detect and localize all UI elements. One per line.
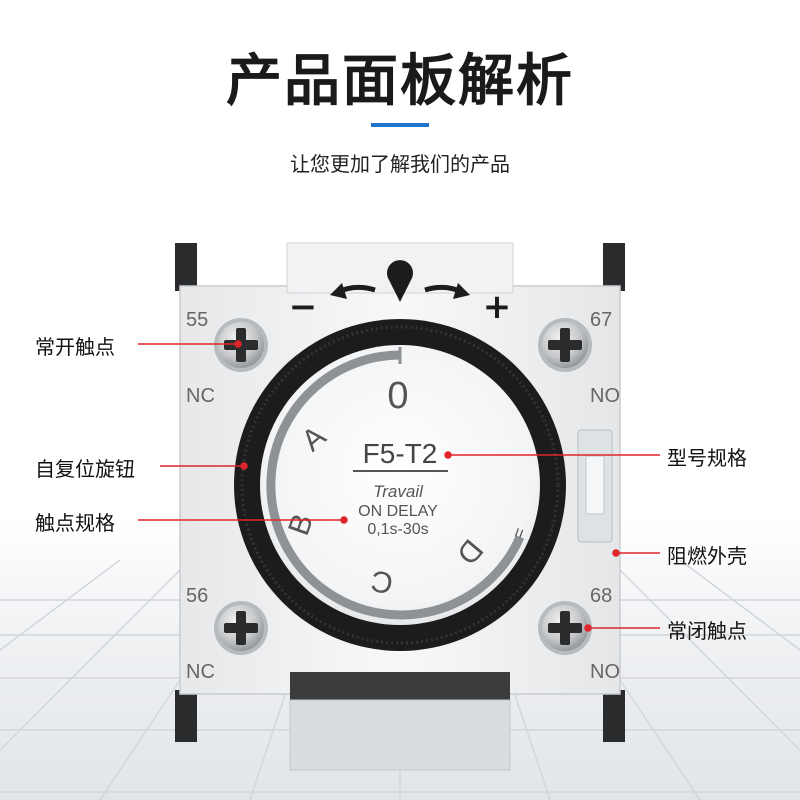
terminal-55-label: 55	[186, 309, 208, 331]
rail-right-top	[603, 243, 625, 291]
brand-name: Travail	[373, 482, 424, 501]
no-label-lower: NO	[590, 661, 620, 683]
screw-icon	[214, 601, 268, 655]
callout-normally-closed: 常闭触点	[667, 619, 747, 643]
plus-sign: +	[483, 287, 512, 327]
callout-normally-open: 常开触点	[35, 335, 115, 359]
device-bottom-cap	[290, 672, 510, 702]
nc-label-lower: NC	[186, 661, 215, 683]
terminal-68-label: 68	[590, 585, 612, 607]
rail-right-bottom	[603, 690, 625, 742]
knob-face	[260, 345, 540, 625]
terminal-67-label: 67	[590, 309, 612, 331]
rail-left-bottom	[175, 690, 197, 742]
callout-contact-spec: 触点规格	[35, 511, 115, 535]
callout-flame-shell: 阻燃外壳	[667, 544, 747, 568]
dial-zero: 0	[387, 375, 408, 417]
callout-model-spec: 型号规格	[667, 446, 747, 470]
time-range: 0,1s-30s	[367, 521, 428, 538]
screw-icon	[538, 601, 592, 655]
drop-pointer-icon	[387, 260, 413, 302]
terminal-56-label: 56	[186, 585, 208, 607]
page-title: 产品面板解析	[226, 49, 574, 114]
screw-icon	[538, 318, 592, 372]
rail-left-top	[175, 243, 197, 291]
dial-scale-arc	[266, 350, 525, 620]
minus-sign: −	[289, 287, 318, 327]
delay-mode: ON DELAY	[358, 503, 438, 520]
model-number: F5-T2	[363, 438, 438, 469]
device-bottom-foot	[289, 699, 511, 771]
callout-reset-knob: 自复位旋钮	[35, 457, 135, 481]
page-subtitle: 让您更加了解我们的产品	[290, 152, 510, 176]
title-underline	[371, 123, 429, 127]
no-label-upper: NO	[590, 385, 620, 407]
nc-label-upper: NC	[186, 385, 215, 407]
